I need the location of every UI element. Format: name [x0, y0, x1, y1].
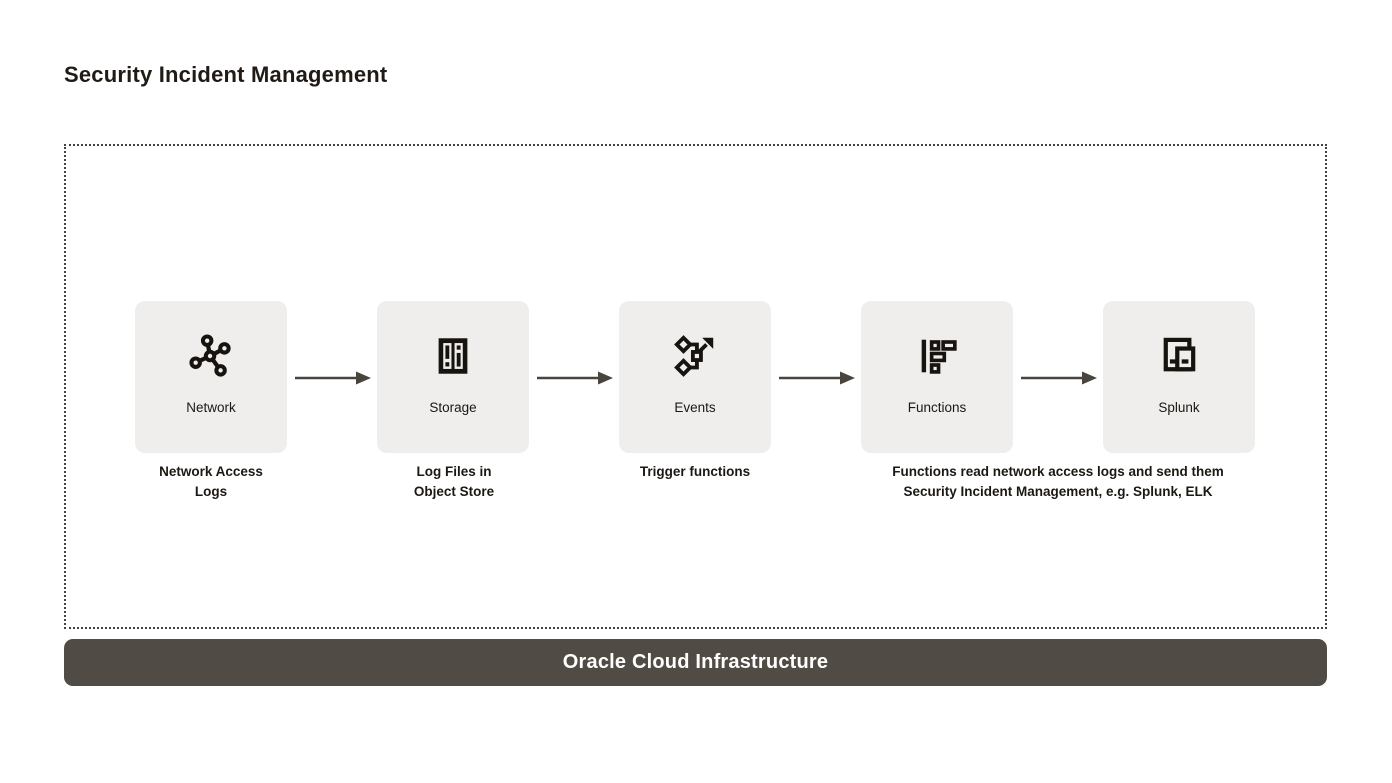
caption-line: Security Incident Management, e.g. Splun…	[903, 484, 1213, 499]
node-storage: Storage	[377, 301, 529, 453]
network-icon	[189, 334, 231, 377]
caption-line: Trigger functions	[639, 464, 751, 479]
caption-line: Log Files in	[416, 464, 492, 479]
node-label: Network	[186, 400, 236, 415]
node-functions: Functions	[861, 301, 1013, 453]
flow-arrow-icon	[1021, 371, 1097, 385]
node-label: Storage	[429, 400, 477, 415]
oci-footer-label: Oracle Cloud Infrastructure	[562, 651, 829, 673]
splunk-icon	[1163, 337, 1196, 372]
node-splunk: Splunk	[1103, 301, 1255, 453]
flow-arrow-icon	[295, 371, 371, 385]
caption-network-access-logs: Network Access Logs	[0, 462, 431, 502]
flow-arrow-icon	[779, 371, 855, 385]
node-label: Functions	[907, 400, 967, 415]
functions-icon	[921, 339, 957, 374]
node-events: Events	[619, 301, 771, 453]
flow-arrow-icon	[537, 371, 613, 385]
caption-line: Logs	[194, 484, 228, 499]
node-label: Events	[674, 400, 716, 415]
oci-boundary-box	[64, 144, 1327, 629]
events-icon	[674, 335, 714, 377]
page-title: Security Incident Management	[64, 62, 388, 87]
caption-line: Object Store	[413, 484, 495, 499]
caption-line: Network Access	[159, 464, 263, 479]
caption-line: Functions read network access logs and s…	[892, 464, 1224, 479]
caption-trigger-functions: Trigger functions	[475, 462, 915, 482]
caption-functions-read-logs: Functions read network access logs and s…	[838, 462, 1278, 502]
oci-footer-bar: Oracle Cloud Infrastructure	[64, 639, 1327, 686]
caption-log-files: Log Files in Object Store	[234, 462, 674, 502]
node-network: Network	[135, 301, 287, 453]
storage-icon	[438, 338, 468, 374]
node-label: Splunk	[1158, 400, 1200, 415]
